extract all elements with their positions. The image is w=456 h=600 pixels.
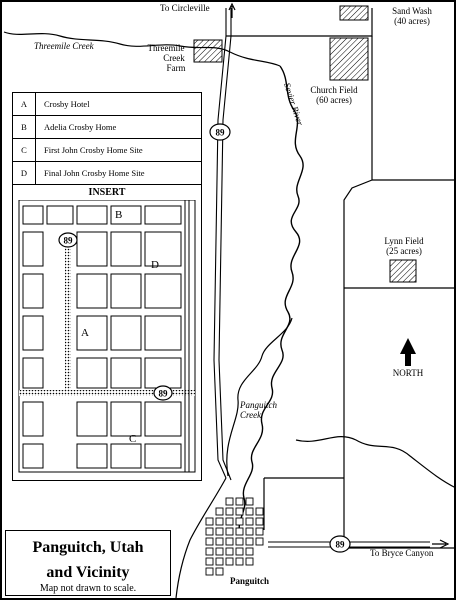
insert-highway-shield-1: 89 — [58, 232, 78, 248]
threemile-creek — [3, 31, 281, 67]
sand-wash-label-2: (40 acres) — [394, 16, 430, 26]
insert-highway-vertical — [65, 242, 71, 392]
insert-map-canvas: 89 89 A B C D — [18, 199, 196, 473]
church-field — [329, 37, 369, 81]
legend-row: C First John Crosby Home Site — [13, 139, 201, 162]
panguitch-town-grid — [205, 497, 264, 576]
svg-text:89: 89 — [64, 236, 74, 246]
map-title-line2: and Vicinity — [46, 564, 130, 581]
legend-key: B — [13, 116, 36, 138]
map-title-line1: Panguitch, Utah — [32, 539, 144, 556]
north-arrow: NORTH — [393, 338, 424, 378]
svg-text:89: 89 — [216, 128, 226, 138]
insert-highway-horizontal — [19, 390, 195, 396]
sand-wash-field — [339, 5, 369, 21]
bryce-arrow — [432, 539, 450, 549]
insert-map: 89 89 A B C D — [13, 199, 201, 480]
legend-label: Adelia Crosby Home — [44, 122, 117, 132]
insert-marker-d: D — [151, 259, 159, 271]
lynn-field — [389, 259, 417, 283]
panguitch-creek-label-2: Creek — [240, 410, 262, 420]
panguitch-town-label: Panguitch — [230, 576, 269, 586]
threemile-creek-label: Threemile Creek — [34, 41, 95, 51]
lynn-field-label-1: Lynn Field — [384, 236, 424, 246]
circleville-arrow — [228, 2, 236, 18]
svg-text:89: 89 — [336, 540, 346, 550]
insert-title: INSERT — [88, 187, 126, 198]
insert-blocks — [22, 205, 182, 469]
field-boundaries — [226, 8, 456, 549]
legend-key: C — [13, 139, 36, 161]
threemile-farm-label-1: Threemile — [148, 43, 185, 53]
legend-row: B Adelia Crosby Home — [13, 116, 201, 139]
legend-label: First John Crosby Home Site — [44, 145, 143, 155]
church-field-label-2: (60 acres) — [316, 95, 352, 105]
insert-marker-a: A — [81, 327, 89, 339]
threemile-creek-farm-field — [193, 39, 223, 63]
insert-marker-b: B — [115, 209, 122, 221]
svg-text:89: 89 — [159, 389, 169, 399]
threemile-farm-label-2: Creek — [163, 53, 185, 63]
legend-key: D — [13, 162, 36, 184]
legend-row: A Crosby Hotel — [13, 93, 201, 116]
church-field-label-1: Church Field — [310, 85, 358, 95]
to-bryce-label: To Bryce Canyon — [370, 548, 434, 558]
map-subtitle: Map not drawn to scale. — [39, 583, 137, 594]
legend-label: Crosby Hotel — [44, 99, 90, 109]
panguitch-creek — [226, 317, 293, 477]
threemile-farm-label-3: Farm — [167, 63, 186, 73]
southwest-stream — [175, 477, 227, 599]
highway-89-shield-east: 89 — [329, 535, 351, 553]
sevier-river — [238, 65, 304, 535]
svg-text:NORTH: NORTH — [393, 368, 424, 378]
panguitch-creek-label-1: Panguitch — [239, 400, 277, 410]
title-block: Panguitch, Utah and Vicinity Map not dra… — [5, 530, 171, 596]
insert-highway-shield-2: 89 — [153, 385, 173, 401]
legend-key: A — [13, 93, 36, 115]
legend-box: A Crosby Hotel B Adelia Crosby Home C Fi… — [12, 92, 202, 481]
sevier-river-label: Sevier River — [282, 82, 305, 128]
sand-wash-label-1: Sand Wash — [392, 6, 432, 16]
legend-label: Final John Crosby Home Site — [44, 168, 145, 178]
legend-row: D Final John Crosby Home Site — [13, 162, 201, 185]
highway-89-shield-north: 89 — [209, 123, 231, 141]
insert-marker-c: C — [129, 433, 136, 445]
highway-89-road — [213, 8, 232, 481]
lynn-field-label-2: (25 acres) — [386, 246, 422, 256]
to-circleville-label: To Circleville — [160, 3, 210, 13]
east-wash — [295, 436, 456, 489]
